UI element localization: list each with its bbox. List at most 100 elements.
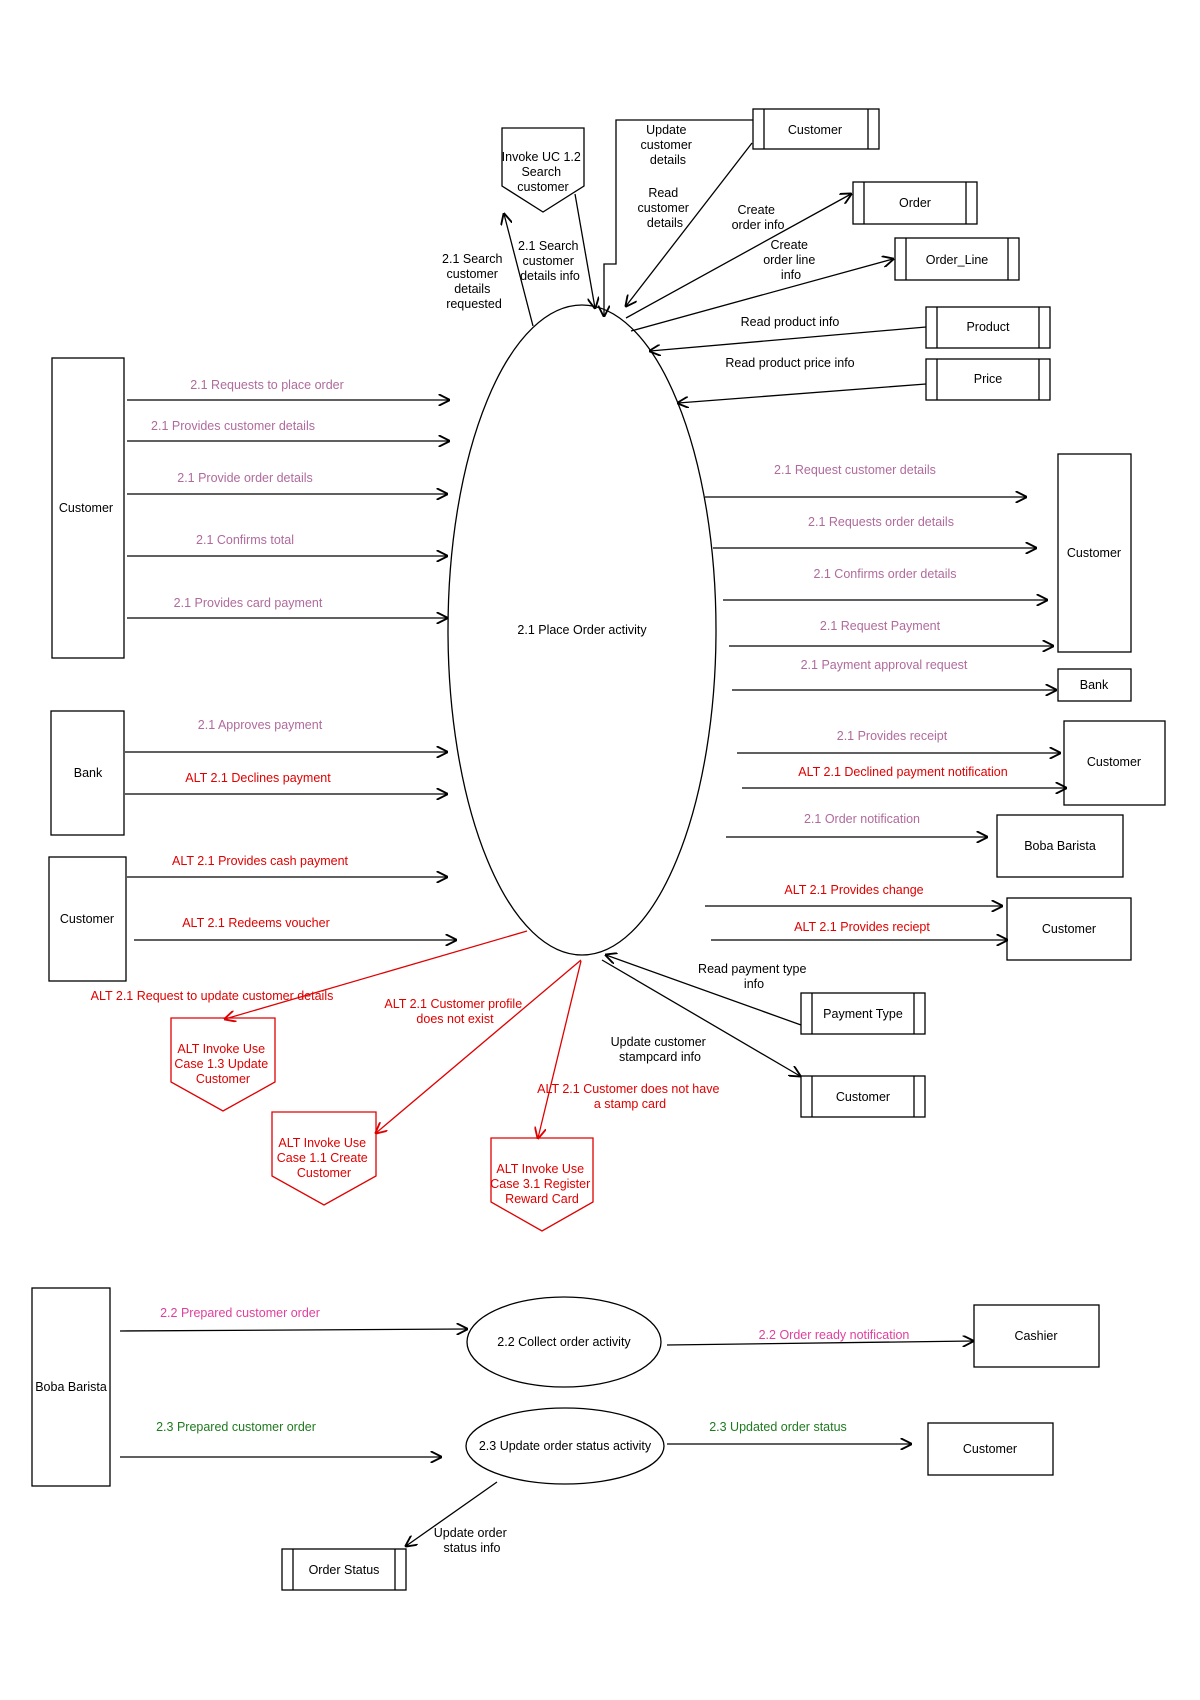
flow-arrow[interactable] — [504, 214, 534, 327]
flow-arrow[interactable] — [626, 142, 753, 306]
offpage-invoke-create-text: ALT Invoke Use Case 1.1 Create Customer — [277, 1136, 372, 1180]
entity-boba-barista[interactable]: Boba Barista — [31, 1287, 111, 1487]
flow-label: 2.1 Approves payment — [198, 718, 323, 732]
flow-label: 2.1 Search customer details requested — [442, 252, 506, 311]
datastore-customer-top[interactable]: Customer — [752, 108, 880, 150]
entity-bank-left[interactable]: Bank — [50, 710, 125, 836]
flow-label: 2.1 Request customer details — [774, 463, 936, 477]
flow-arrow[interactable] — [119, 1329, 467, 1331]
entity-bank-right-label: Bank — [1080, 678, 1109, 692]
flow-arrow[interactable] — [225, 930, 528, 1019]
flow-label: Create order info — [732, 203, 785, 232]
flow-label: ALT 2.1 Provides cash payment — [172, 854, 349, 868]
flow-arrow[interactable] — [406, 1481, 498, 1546]
offpage-invoke-search[interactable]: Invoke UC 1.2 Search customer — [501, 127, 585, 213]
offpage-invoke-update[interactable]: ALT Invoke Use Case 1.3 Update Customer — [170, 1017, 276, 1112]
flow-arrow[interactable] — [606, 955, 802, 1026]
entity-boba-barista-right-label: Boba Barista — [1024, 839, 1096, 853]
entity-cashier[interactable]: Cashier — [973, 1304, 1100, 1368]
flow-label: 2.1 Provide order details — [177, 471, 313, 485]
offpage-invoke-register[interactable]: ALT Invoke Use Case 3.1 Register Reward … — [490, 1137, 594, 1232]
process-collect-order[interactable]: 2.2 Collect order activity — [466, 1296, 662, 1388]
flow-label: Update customer stampcard info — [611, 1035, 710, 1064]
flow-arrow[interactable] — [678, 383, 927, 403]
entity-bank-right[interactable]: Bank — [1057, 668, 1132, 702]
datastore-order-status-label: Order Status — [309, 1563, 380, 1577]
flow-label: ALT 2.1 Request to update customer detai… — [91, 989, 334, 1003]
flow-arrow[interactable] — [650, 326, 927, 351]
entity-boba-barista-right[interactable]: Boba Barista — [996, 814, 1124, 878]
datastore-customer-stamp-label: Customer — [836, 1090, 890, 1104]
flow-label: Read payment type info — [698, 962, 810, 991]
datastore-payment-type[interactable]: Payment Type — [800, 992, 926, 1035]
entity-customer-bottom-label: Customer — [963, 1442, 1017, 1456]
datastore-price[interactable]: Price — [925, 358, 1051, 401]
flow-label: 2.1 Request Payment — [820, 619, 941, 633]
flows-top: 2.1 Search customer details requested 2.… — [442, 119, 927, 403]
datastore-order-status[interactable]: Order Status — [281, 1548, 407, 1591]
entity-customer-right3-label: Customer — [1042, 922, 1096, 936]
datastore-customer-top-label: Customer — [788, 123, 842, 137]
flow-label: ALT 2.1 Provides reciept — [794, 920, 930, 934]
entity-boba-barista-label: Boba Barista — [35, 1380, 107, 1394]
flow-label: 2.3 Prepared customer order — [156, 1420, 316, 1434]
flow-label: 2.2 Order ready notification — [759, 1328, 910, 1342]
flow-arrow[interactable] — [538, 960, 582, 1138]
entity-bank-left-label: Bank — [74, 766, 103, 780]
entity-customer-left2-label: Customer — [60, 912, 114, 926]
datastore-order[interactable]: Order — [852, 181, 978, 225]
flow-label: 2.2 Prepared customer order — [160, 1306, 320, 1320]
flow-arrow[interactable] — [666, 1341, 973, 1345]
flow-label: Update order status info — [434, 1526, 510, 1555]
process-collect-order-label: 2.2 Collect order activity — [497, 1335, 631, 1349]
entity-customer-left-label: Customer — [59, 501, 113, 515]
offpage-invoke-update-text: ALT Invoke Use Case 1.3 Update Customer — [174, 1042, 271, 1086]
flow-label: Read product info — [741, 315, 840, 329]
flow-label: Create order line info — [763, 238, 819, 282]
process-update-status-label: 2.3 Update order status activity — [479, 1439, 652, 1453]
process-place-order-label: 2.1 Place Order activity — [517, 623, 647, 637]
flow-arrow[interactable] — [376, 959, 582, 1133]
entity-customer-bottom[interactable]: Customer — [927, 1422, 1054, 1476]
entity-customer-left[interactable]: Customer — [51, 357, 125, 659]
flow-label: ALT 2.1 Customer profile does not exist — [384, 997, 525, 1026]
offpage-invoke-create[interactable]: ALT Invoke Use Case 1.1 Create Customer — [271, 1111, 377, 1206]
flow-arrow[interactable] — [625, 194, 851, 319]
flow-label: 2.3 Updated order status — [709, 1420, 847, 1434]
entity-customer-right2[interactable]: Customer — [1063, 720, 1166, 806]
flow-label: ALT 2.1 Declined payment notification — [798, 765, 1007, 779]
flows-right: 2.1 Request customer details 2.1 Request… — [705, 463, 1066, 940]
entity-cashier-label: Cashier — [1014, 1329, 1057, 1343]
flow-label: 2.1 Payment approval request — [801, 658, 968, 672]
flow-label: ALT 2.1 Provides change — [784, 883, 923, 897]
datastore-payment-type-label: Payment Type — [823, 1007, 903, 1021]
process-update-status[interactable]: 2.3 Update order status activity — [465, 1407, 665, 1485]
datastore-price-label: Price — [974, 372, 1003, 386]
datastore-order-line-label: Order_Line — [926, 253, 989, 267]
entity-customer-right3[interactable]: Customer — [1006, 897, 1132, 961]
flow-label: 2.1 Confirms total — [196, 533, 294, 547]
flow-arrow[interactable] — [630, 259, 893, 332]
flow-label: Update customer details — [641, 123, 696, 167]
flow-label: 2.1 Requests to place order — [190, 378, 344, 392]
flow-label: 2.1 Requests order details — [808, 515, 954, 529]
datastore-customer-stamp[interactable]: Customer — [800, 1075, 926, 1118]
entity-customer-left2[interactable]: Customer — [48, 856, 127, 982]
offpage-invoke-register-text: ALT Invoke Use Case 3.1 Register Reward … — [490, 1162, 594, 1206]
flows-bottom: Read payment type info Update customer s… — [91, 930, 810, 1138]
flow-label: 2.1 Provides card payment — [174, 596, 323, 610]
entity-customer-right1[interactable]: Customer — [1057, 453, 1132, 653]
datastore-order-line[interactable]: Order_Line — [894, 237, 1020, 281]
flow-arrow[interactable] — [601, 959, 800, 1076]
flow-label: Read customer details — [638, 186, 693, 230]
flow-arrow[interactable] — [604, 119, 753, 316]
flow-label: ALT 2.1 Redeems voucher — [182, 916, 330, 930]
flow-label: 2.1 Search customer details info — [518, 239, 582, 283]
flow-arrow[interactable] — [574, 193, 595, 308]
entity-customer-right1-label: Customer — [1067, 546, 1121, 560]
datastore-product[interactable]: Product — [925, 306, 1051, 349]
process-place-order[interactable]: 2.1 Place Order activity — [447, 304, 717, 956]
flow-label: 2.1 Provides customer details — [151, 419, 315, 433]
datastore-order-label: Order — [899, 196, 931, 210]
